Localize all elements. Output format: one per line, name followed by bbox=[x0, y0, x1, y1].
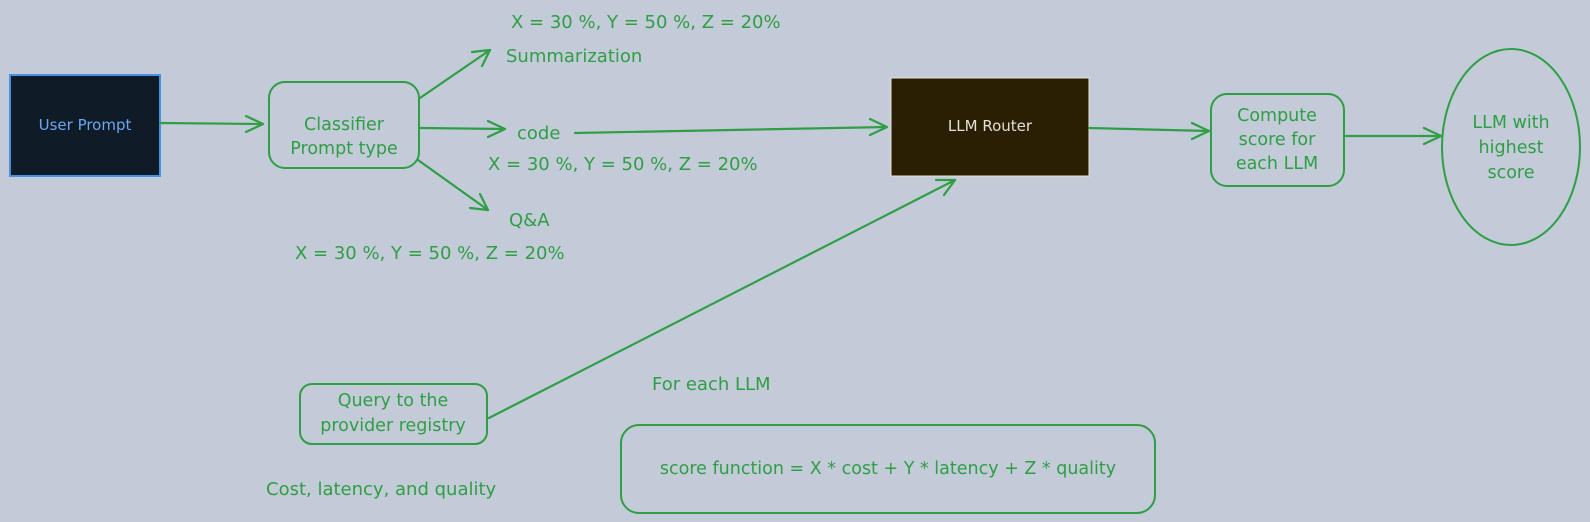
llm-highest-score-node[interactable]: LLM with highest score bbox=[1441, 48, 1581, 246]
llm-router-label: LLM Router bbox=[948, 117, 1033, 135]
compute-score-label-line-3: each LLM bbox=[1236, 154, 1318, 174]
code-label: code bbox=[517, 123, 560, 144]
classifier-label-line-1: Classifier bbox=[304, 115, 385, 135]
compute-score-node[interactable]: Compute score for each LLM bbox=[1210, 93, 1345, 187]
classifier-label-line-2: Prompt type bbox=[290, 139, 397, 159]
arrow-router-to-compute-score bbox=[1087, 121, 1211, 141]
classifier-node[interactable]: Classifier Prompt type bbox=[268, 81, 420, 169]
arrow-compute-score-to-llm bbox=[1343, 126, 1443, 146]
score-function-node[interactable]: score function = X * cost + Y * latency … bbox=[620, 424, 1156, 514]
query-registry-label-line-2: provider registry bbox=[320, 416, 466, 436]
llm-highest-label-line-2: highest bbox=[1479, 138, 1544, 158]
query-registry-label-line-1: Query to the bbox=[338, 391, 449, 411]
llm-router-node[interactable]: LLM Router bbox=[890, 77, 1090, 177]
arrow-classifier-to-qa bbox=[416, 158, 490, 212]
arrow-registry-to-llm-router bbox=[487, 178, 957, 420]
llm-highest-label-line-1: LLM with bbox=[1472, 113, 1549, 133]
llm-highest-label-line-3: score bbox=[1487, 163, 1534, 183]
qa-label: Q&A bbox=[509, 210, 550, 231]
arrow-classifier-to-summarization bbox=[418, 48, 492, 100]
arrow-classifier-to-code bbox=[418, 119, 507, 139]
arrow-user-prompt-to-classifier bbox=[158, 114, 265, 134]
score-function-label: score function = X * cost + Y * latency … bbox=[660, 459, 1116, 479]
user-prompt-node[interactable]: User Prompt bbox=[9, 74, 161, 177]
weights-qa-label: X = 30 %, Y = 50 %, Z = 20% bbox=[295, 243, 565, 264]
weights-code-label: X = 30 %, Y = 50 %, Z = 20% bbox=[488, 154, 758, 175]
compute-score-label-line-2: score for bbox=[1239, 130, 1316, 150]
summarization-label: Summarization bbox=[506, 46, 642, 67]
cost-latency-quality-label: Cost, latency, and quality bbox=[266, 479, 497, 500]
compute-score-label-line-1: Compute bbox=[1237, 106, 1317, 126]
weights-summarization-label: X = 30 %, Y = 50 %, Z = 20% bbox=[511, 12, 781, 33]
arrow-code-to-llm-router bbox=[573, 117, 889, 137]
for-each-llm-label: For each LLM bbox=[652, 374, 771, 395]
user-prompt-label: User Prompt bbox=[39, 116, 132, 134]
query-registry-node[interactable]: Query to the provider registry bbox=[299, 383, 488, 445]
